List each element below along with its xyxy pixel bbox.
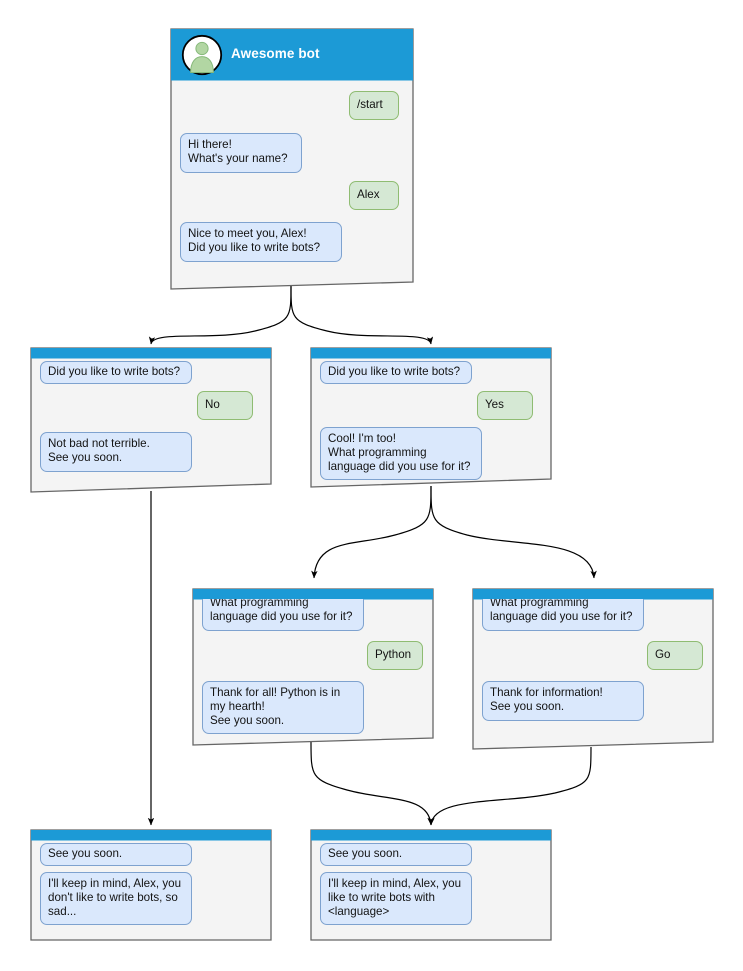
message-bubble-bot: Did you like to write bots? xyxy=(320,361,472,384)
node-end-no-content: See you soon. I'll keep in mind, Alex, y… xyxy=(30,829,272,941)
message-bubble-bot: Nice to meet you, Alex! Did you like to … xyxy=(180,222,342,262)
node-go-branch-content: What programming language did you use fo… xyxy=(472,588,714,750)
message-bubble-bot: Cool! I'm too! What programming language… xyxy=(320,427,482,480)
chat-header-title: Awesome bot xyxy=(231,46,320,61)
message-bubble-user: Yes xyxy=(477,391,533,420)
message-bubble-bot: See you soon. xyxy=(40,843,192,866)
edge-root-to-yes xyxy=(290,285,434,345)
message-bubble-user: Alex xyxy=(349,181,399,210)
bubble-clip-region: What programming language did you use fo… xyxy=(192,599,434,639)
message-bubble-bot: I'll keep in mind, Alex, you don't like … xyxy=(40,872,192,925)
message-bubble-user: No xyxy=(197,391,253,420)
node-end-no[interactable]: See you soon. I'll keep in mind, Alex, y… xyxy=(30,829,272,941)
message-bubble-bot: See you soon. xyxy=(320,843,472,866)
bubble-clip-region: What programming language did you use fo… xyxy=(472,599,714,639)
user-avatar-icon xyxy=(181,34,223,76)
edge-root-to-no xyxy=(148,285,292,345)
node-end-yes[interactable]: See you soon. I'll keep in mind, Alex, y… xyxy=(310,829,552,941)
node-yes-branch[interactable]: Did you like to write bots? Yes Cool! I'… xyxy=(310,347,552,488)
edge-yes-to-python xyxy=(311,485,432,579)
message-bubble-user: /start xyxy=(349,91,399,120)
message-bubble-bot: Did you like to write bots? xyxy=(40,361,192,384)
node-no-branch-content: Did you like to write bots? No Not bad n… xyxy=(30,347,272,493)
node-root[interactable]: Awesome bot /start Hi there! What's your… xyxy=(170,28,414,290)
node-no-branch[interactable]: Did you like to write bots? No Not bad n… xyxy=(30,347,272,493)
edge-python-to-end-yes xyxy=(310,741,434,826)
message-bubble-bot: Hi there! What's your name? xyxy=(180,133,302,173)
message-bubble-bot: What programming language did you use fo… xyxy=(482,599,644,631)
message-bubble-user: Go xyxy=(647,641,703,670)
message-bubble-bot: Not bad not terrible. See you soon. xyxy=(40,432,192,472)
node-root-content: Awesome bot /start Hi there! What's your… xyxy=(170,28,414,290)
edge-yes-to-go xyxy=(430,485,597,579)
node-end-yes-content: See you soon. I'll keep in mind, Alex, y… xyxy=(310,829,552,941)
node-yes-branch-content: Did you like to write bots? Yes Cool! I'… xyxy=(310,347,552,488)
node-go-branch[interactable]: What programming language did you use fo… xyxy=(472,588,714,750)
message-bubble-user: Python xyxy=(367,641,423,670)
message-bubble-bot: Thank for information! See you soon. xyxy=(482,681,644,721)
node-python-branch[interactable]: What programming language did you use fo… xyxy=(192,588,434,746)
message-bubble-bot: I'll keep in mind, Alex, you like to wri… xyxy=(320,872,472,925)
message-bubble-bot: Thank for all! Python is in my hearth! S… xyxy=(202,681,364,734)
edge-go-to-end-yes xyxy=(428,746,592,826)
node-python-branch-content: What programming language did you use fo… xyxy=(192,588,434,746)
message-bubble-bot: What programming language did you use fo… xyxy=(202,599,364,631)
